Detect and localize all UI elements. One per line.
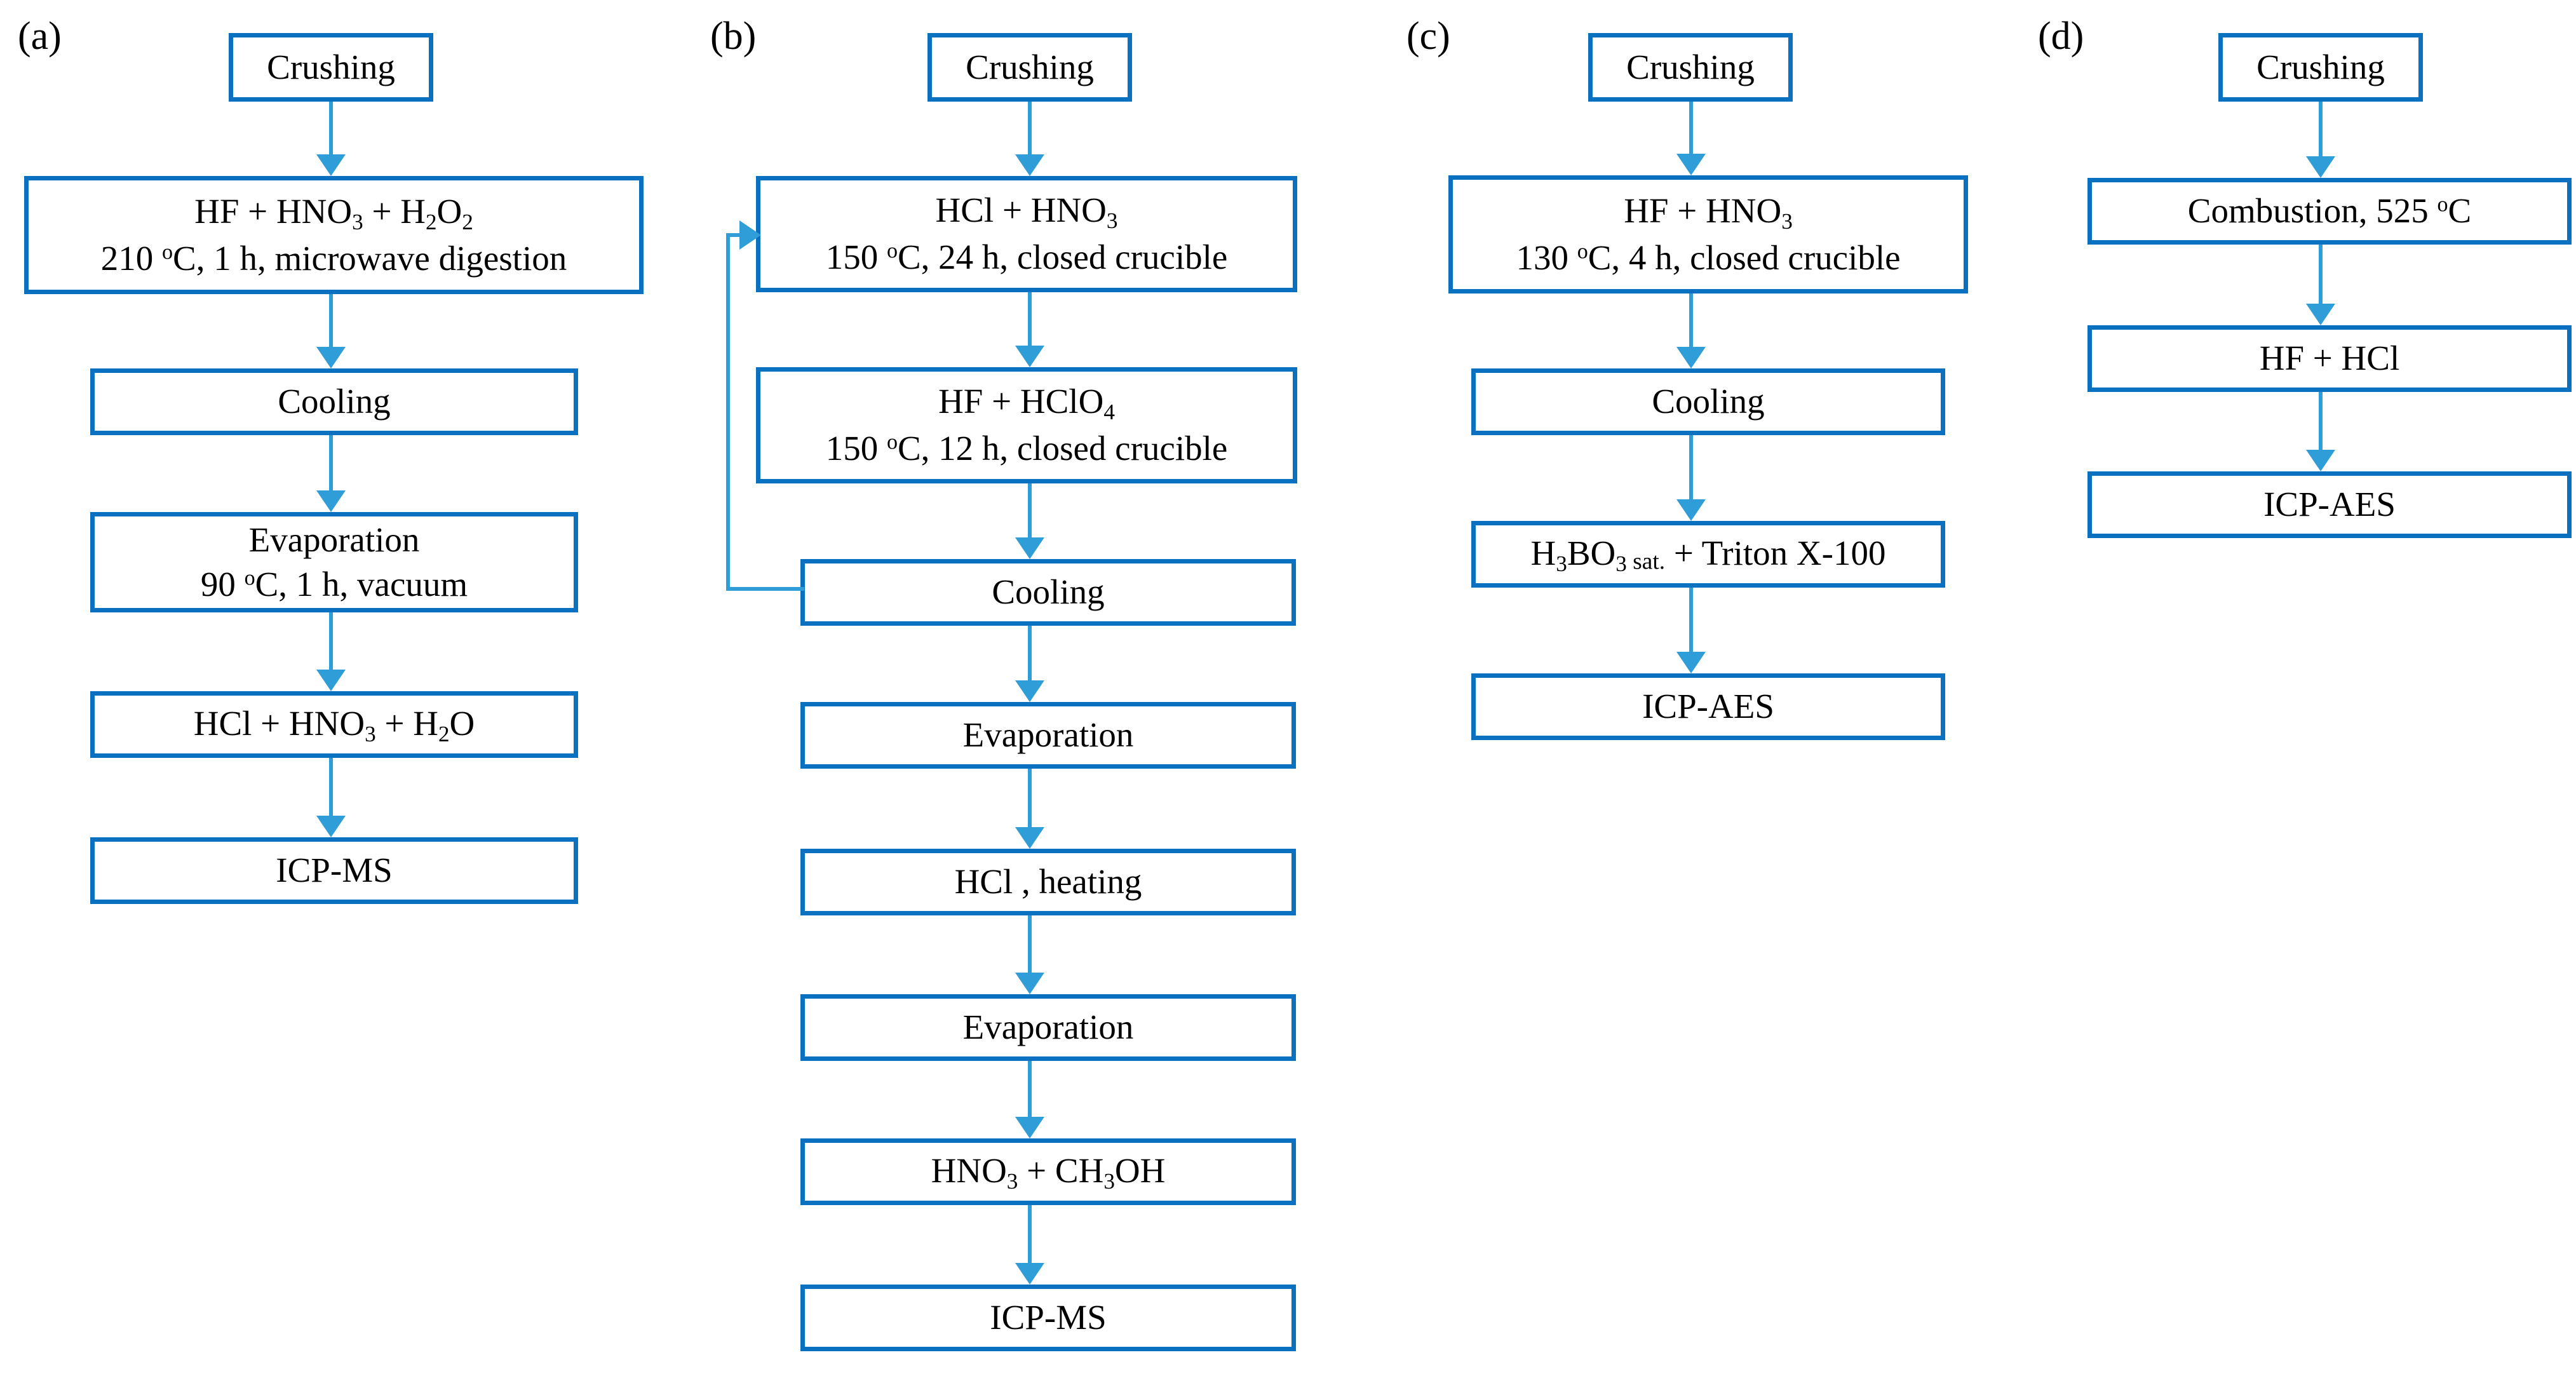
node-a-acid-mix[interactable]: HCl + HNO3 + H2O bbox=[90, 691, 578, 758]
node-b-evaporation-2[interactable]: Evaporation bbox=[800, 994, 1296, 1061]
node-b-evaporation-1[interactable]: Evaporation bbox=[800, 702, 1296, 769]
node-b-icp-ms[interactable]: ICP-MS bbox=[800, 1285, 1296, 1351]
arrow-b8-b9 bbox=[1015, 1205, 1044, 1285]
arrow-b6-b7 bbox=[1015, 915, 1044, 994]
node-a-crushing[interactable]: Crushing bbox=[229, 33, 433, 102]
arrow-b2-b3 bbox=[1015, 292, 1044, 367]
node-b-hcl-heating[interactable]: HCl , heating bbox=[800, 849, 1296, 915]
arrow-b1-b2 bbox=[1015, 102, 1044, 176]
arrow-c2-c3 bbox=[1676, 293, 1706, 368]
node-d-crushing[interactable]: Crushing bbox=[2218, 33, 2423, 102]
arrow-d1-d2 bbox=[2306, 102, 2335, 178]
arrow-b4-b5 bbox=[1015, 626, 1044, 702]
arrow-a3-a4 bbox=[316, 435, 346, 512]
node-d-combustion[interactable]: Combustion, 525 oC bbox=[2087, 178, 2572, 245]
node-a-icp-ms[interactable]: ICP-MS bbox=[90, 837, 578, 904]
node-a-cooling[interactable]: Cooling bbox=[90, 368, 578, 435]
node-c-boric-triton[interactable]: H3BO3 sat. + Triton X-100 bbox=[1471, 521, 1945, 588]
arrow-b7-b8 bbox=[1015, 1061, 1044, 1138]
panel-label-c: (c) bbox=[1406, 15, 1450, 58]
node-d-hf-hcl[interactable]: HF + HCl bbox=[2087, 325, 2572, 392]
arrow-a5-a6 bbox=[316, 758, 346, 837]
arrow-a4-a5 bbox=[316, 612, 346, 691]
arrow-d2-d3 bbox=[2306, 245, 2335, 325]
panel-label-a: (a) bbox=[18, 15, 62, 58]
arrow-b5-b6 bbox=[1015, 769, 1044, 849]
node-b-cooling[interactable]: Cooling bbox=[800, 559, 1296, 626]
arrow-c1-c2 bbox=[1676, 102, 1706, 175]
node-b-crushing[interactable]: Crushing bbox=[927, 33, 1132, 102]
arrow-c3-c4 bbox=[1676, 435, 1706, 521]
panel-label-d: (d) bbox=[2038, 15, 2084, 58]
node-c-icp-aes[interactable]: ICP-AES bbox=[1471, 673, 1945, 740]
node-c-crushing[interactable]: Crushing bbox=[1588, 33, 1793, 102]
node-d-icp-aes[interactable]: ICP-AES bbox=[2087, 471, 2572, 538]
arrow-b3-b4 bbox=[1015, 483, 1044, 559]
arrow-c4-c5 bbox=[1676, 588, 1706, 673]
arrow-a1-a2 bbox=[316, 102, 346, 176]
arrow-d3-d4 bbox=[2306, 392, 2335, 471]
node-b-hno3-ch3oh[interactable]: HNO3 + CH3OH bbox=[800, 1138, 1296, 1205]
arrow-a2-a3 bbox=[316, 294, 346, 368]
feedback-loop-b bbox=[724, 220, 826, 604]
node-c-cooling[interactable]: Cooling bbox=[1471, 368, 1945, 435]
panel-label-b: (b) bbox=[710, 15, 757, 58]
